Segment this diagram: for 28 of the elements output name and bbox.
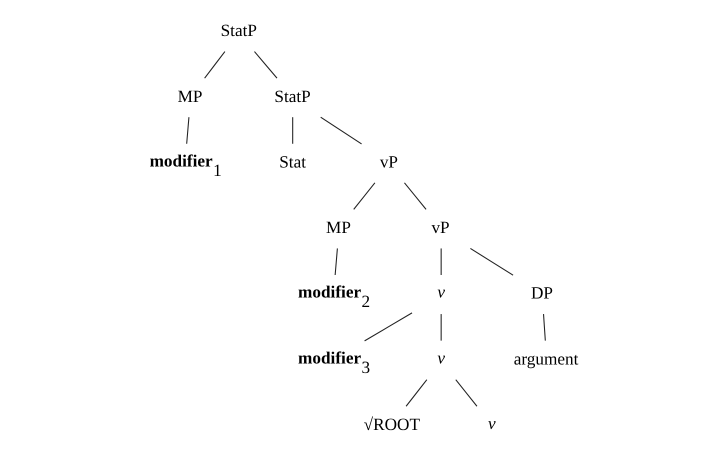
node-text: argument [513, 349, 578, 368]
connector [470, 248, 513, 276]
connector [440, 248, 442, 275]
connector [254, 51, 277, 78]
connector [334, 248, 338, 276]
node-text: MP [326, 218, 350, 238]
connector [440, 314, 442, 341]
connector [186, 117, 189, 144]
node-text: v [436, 348, 445, 368]
node-text: StatP [220, 21, 256, 40]
node-text: Stat [278, 152, 306, 172]
connector [404, 182, 426, 210]
connector [454, 379, 477, 407]
node-text: vP [379, 152, 398, 172]
node-text: StatP [274, 86, 310, 106]
node-text: v [436, 282, 445, 302]
node-text: vP [430, 218, 450, 238]
connector [542, 314, 546, 341]
node-text: √ROOT [363, 414, 420, 434]
connector [364, 312, 412, 342]
node-text: DP [530, 284, 552, 303]
connector [204, 51, 225, 78]
node-text: MP [177, 86, 202, 106]
node-text: v [487, 414, 496, 433]
connector [352, 182, 375, 210]
connector [320, 116, 362, 144]
connector [405, 379, 427, 407]
connector [292, 117, 293, 144]
